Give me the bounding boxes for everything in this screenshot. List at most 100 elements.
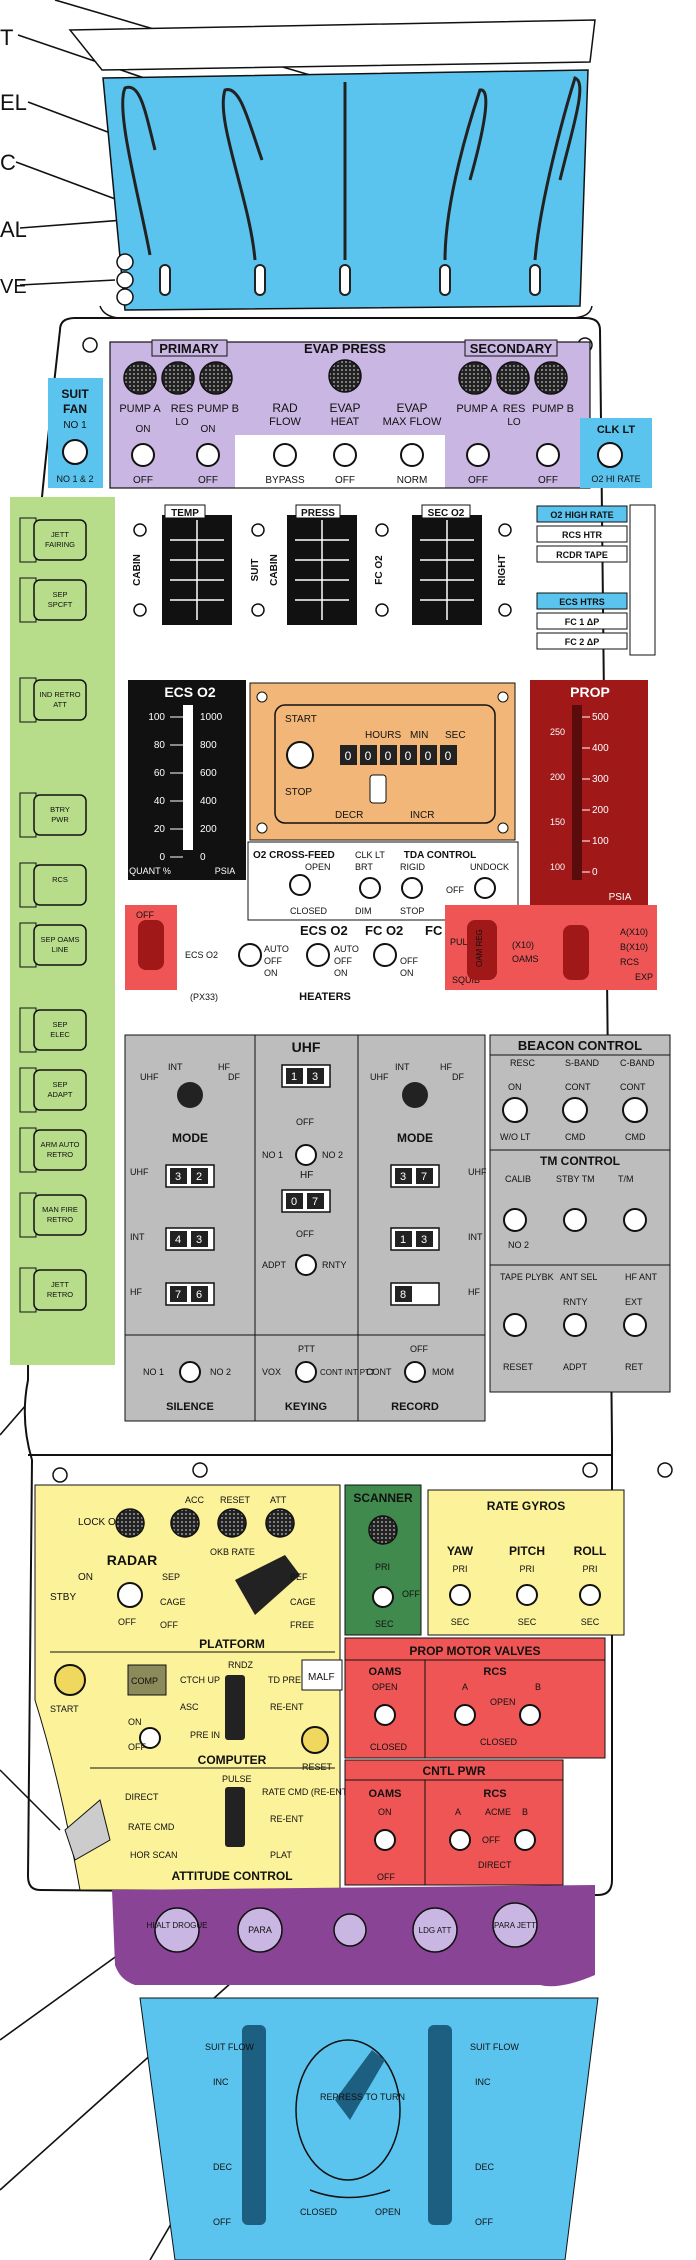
svg-text:OFF: OFF — [538, 475, 558, 486]
frequency-digit: 7 — [421, 1171, 427, 1183]
timer-digit: 0 — [385, 749, 392, 763]
prop-motor-valves-panel: PROP MOTOR VALVES OAMS RCS OPEN A B OPEN… — [344, 1637, 606, 1759]
frequency-digit: 2 — [196, 1171, 202, 1183]
svg-text:SILENCE: SILENCE — [166, 1401, 214, 1413]
prop-right-tick: 100 — [592, 836, 609, 847]
svg-text:B: B — [535, 1682, 541, 1692]
green-switch-label: RETRO — [47, 1290, 73, 1299]
svg-text:EVAP: EVAP — [329, 401, 360, 415]
sec-o2-label: SEC O2 — [428, 508, 465, 519]
svg-text:PSIA: PSIA — [215, 866, 236, 876]
svg-text:OFF: OFF — [118, 1617, 136, 1627]
ecs-right-tick: 1000 — [200, 712, 223, 723]
svg-text:TAPE PLYBK: TAPE PLYBK — [500, 1272, 554, 1282]
svg-text:UHF: UHF — [130, 1167, 149, 1177]
svg-text:SEP: SEP — [162, 1572, 180, 1582]
callout-4: AL — [0, 217, 27, 242]
svg-text:UNDOCK: UNDOCK — [470, 862, 509, 872]
svg-text:CABIN: CABIN — [269, 554, 280, 586]
svg-text:(X10): (X10) — [512, 940, 534, 950]
svg-text:CLK LT: CLK LT — [597, 424, 636, 436]
green-switch-label: SEP — [52, 1080, 67, 1089]
svg-text:B(X10): B(X10) — [620, 942, 648, 952]
svg-text:TD PRE: TD PRE — [268, 1675, 301, 1685]
svg-text:DEC: DEC — [475, 2162, 495, 2172]
svg-text:STOP: STOP — [285, 787, 312, 798]
svg-text:CAGE: CAGE — [290, 1597, 316, 1607]
svg-text:CMD: CMD — [625, 1132, 646, 1142]
warning-light-label: O2 HIGH RATE — [550, 510, 613, 520]
svg-text:RATE CMD (RE-ENT): RATE CMD (RE-ENT) — [262, 1787, 350, 1797]
svg-text:O2 HI RATE: O2 HI RATE — [591, 474, 640, 484]
svg-text:PULSE: PULSE — [222, 1774, 252, 1784]
svg-text:SCANNER: SCANNER — [353, 1491, 413, 1505]
svg-text:CABIN: CABIN — [132, 554, 143, 586]
svg-text:HF: HF — [218, 1062, 230, 1072]
svg-text:TM CONTROL: TM CONTROL — [540, 1154, 620, 1168]
svg-text:PRI: PRI — [519, 1564, 534, 1574]
svg-text:DIRECT: DIRECT — [478, 1860, 512, 1870]
svg-text:ADPT: ADPT — [563, 1362, 588, 1372]
svg-text:LOCK ON: LOCK ON — [78, 1517, 123, 1528]
svg-text:DIM: DIM — [355, 906, 372, 916]
svg-text:ECS O2: ECS O2 — [300, 923, 348, 938]
svg-text:RESET: RESET — [220, 1495, 251, 1505]
green-switch-label: FAIRING — [45, 540, 75, 549]
svg-text:CMD: CMD — [565, 1132, 586, 1142]
svg-text:ON: ON — [78, 1572, 93, 1583]
svg-text:PTT: PTT — [298, 1344, 316, 1354]
svg-text:HOURS: HOURS — [365, 730, 401, 741]
svg-text:OAM REG: OAM REG — [475, 929, 484, 967]
svg-text:SUIT FLOW: SUIT FLOW — [205, 2042, 254, 2052]
svg-text:OFF: OFF — [334, 956, 352, 966]
svg-text:W/O LT: W/O LT — [500, 1132, 531, 1142]
svg-text:ANT SEL: ANT SEL — [560, 1272, 597, 1282]
svg-text:INC: INC — [213, 2077, 229, 2087]
svg-text:FC O2: FC O2 — [374, 555, 385, 585]
svg-text:HF: HF — [440, 1062, 452, 1072]
svg-text:T/M: T/M — [618, 1174, 634, 1184]
prop-left-tick: 200 — [550, 772, 565, 782]
suit-flow-panel: SUIT FLOW SUIT FLOW INC INC DEC DEC OFF … — [139, 1997, 599, 2260]
green-switch-label: ARM AUTO — [40, 1140, 79, 1149]
svg-text:FLOW: FLOW — [269, 416, 301, 428]
svg-text:DF: DF — [228, 1072, 240, 1082]
svg-text:DF: DF — [452, 1072, 464, 1082]
svg-text:OFF: OFF — [213, 2217, 231, 2227]
svg-text:ECS O2: ECS O2 — [185, 950, 218, 960]
svg-text:ON: ON — [400, 968, 414, 978]
svg-text:ON: ON — [128, 1717, 142, 1727]
svg-text:NO 1 & 2: NO 1 & 2 — [56, 474, 93, 484]
warning-light-label: FC 1 ΔP — [565, 617, 599, 627]
svg-text:BEACON CONTROL: BEACON CONTROL — [518, 1038, 642, 1053]
svg-text:ON: ON — [334, 968, 348, 978]
svg-text:ECS O2: ECS O2 — [164, 684, 216, 700]
svg-text:RE-ENT: RE-ENT — [270, 1702, 304, 1712]
svg-text:PARA: PARA — [248, 1925, 272, 1935]
svg-text:HF: HF — [130, 1287, 142, 1297]
green-switch-label: LINE — [52, 945, 69, 954]
svg-text:DEC: DEC — [213, 2162, 233, 2172]
svg-text:NORM: NORM — [397, 475, 428, 486]
svg-text:OFF: OFF — [402, 1589, 420, 1599]
svg-text:MODE: MODE — [172, 1131, 208, 1145]
svg-text:A: A — [455, 1807, 461, 1817]
frequency-digit: 4 — [175, 1234, 181, 1246]
green-switch-label: SEP — [52, 590, 67, 599]
svg-text:OPEN: OPEN — [490, 1697, 516, 1707]
svg-text:LO: LO — [507, 417, 521, 428]
timer-digit: 0 — [405, 749, 412, 763]
press-label: PRESS — [301, 508, 335, 519]
svg-text:CTCH UP: CTCH UP — [180, 1675, 220, 1685]
temp-label: TEMP — [171, 508, 199, 519]
svg-text:MIN: MIN — [410, 730, 428, 741]
svg-text:NO 2: NO 2 — [322, 1150, 343, 1160]
svg-text:CLOSED: CLOSED — [480, 1737, 518, 1747]
svg-text:CLOSED: CLOSED — [290, 906, 328, 916]
svg-text:COMPUTER: COMPUTER — [198, 1753, 267, 1767]
svg-text:OFF: OFF — [377, 1872, 395, 1882]
svg-text:FREE: FREE — [290, 1620, 314, 1630]
svg-text:ATTITUDE CONTROL: ATTITUDE CONTROL — [171, 1869, 292, 1883]
